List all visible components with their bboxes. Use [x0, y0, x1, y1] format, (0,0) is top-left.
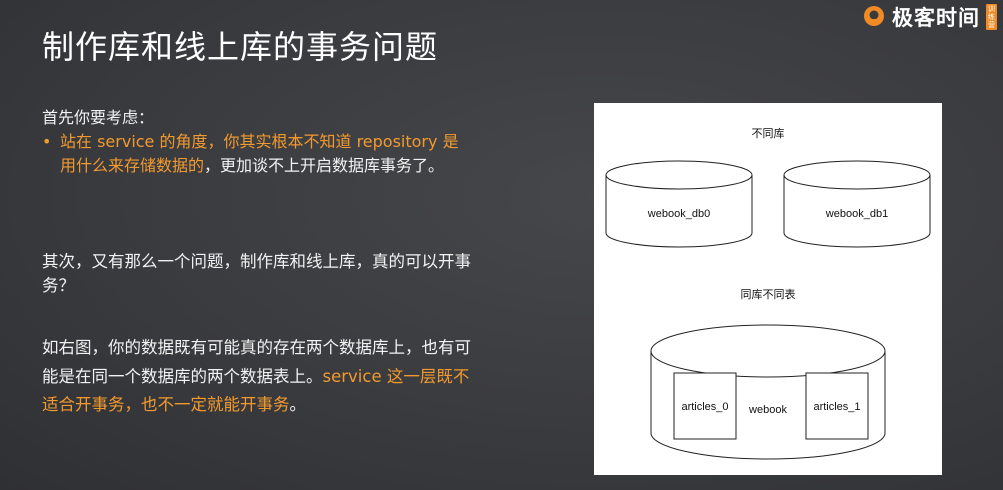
brand-logo: 极客时间 训练营 [862, 2, 997, 32]
bullet-item: • 站在 service 的角度，你其实根本不知道 repository 是用什… [42, 130, 462, 178]
logo-badge: 训练营 [986, 4, 997, 30]
diagram-label-same-db: 同库不同表 [741, 287, 796, 301]
paragraph-3-end: 。 [289, 395, 307, 414]
paragraph-2: 其次，又有那么一个问题，制作库和线上库，真的可以开事务？ [42, 252, 471, 295]
db-left-label: webook_db0 [647, 208, 710, 220]
db-cylinder-right: webook_db1 [783, 160, 931, 248]
paragraph-3-highlight: service 这一层既不适合开事务，也不一定就能开事务 [42, 366, 470, 415]
diagram-canvas: 不同库 webook_db0 webook_db1 同库不同表 webook a… [605, 127, 931, 460]
db-cylinder-left: webook_db0 [605, 160, 753, 248]
database-diagram: 不同库 webook_db0 webook_db1 同库不同表 webook a… [594, 103, 942, 475]
table-box-right: articles_1 [805, 372, 869, 440]
intro-text: 首先你要考虑： [42, 108, 155, 127]
db-bottom-label: webook [748, 404, 787, 416]
paragraph-3-text: 如右图，你的数据既有可能真的存在两个数据库上，也有可能是在同一个数据库的两个数据… [42, 338, 471, 386]
bullet-dot-icon: • [42, 132, 52, 151]
paragraph-3: 如右图，你的数据既有可能真的存在两个数据库上，也有可能是在同一个数据库的两个数据… [42, 334, 482, 420]
table-left-label: articles_0 [681, 401, 728, 413]
geektime-logo-icon [864, 6, 884, 26]
table-box-left: articles_0 [673, 372, 737, 440]
considerations-block: 首先你要考虑： • 站在 service 的角度，你其实根本不知道 reposi… [42, 106, 462, 178]
db-right-label: webook_db1 [825, 208, 888, 220]
bullet-highlight: 站在 service 的角度，你其实根本不知道 repository 是用什么来… [60, 132, 459, 175]
logo-text: 极客时间 [892, 6, 980, 30]
table-right-label: articles_1 [813, 401, 860, 413]
bullet-rest: ，更加谈不上开启数据库事务了。 [204, 156, 445, 175]
slide-title: 制作库和线上库的事务问题 [42, 28, 439, 66]
diagram-label-different-db: 不同库 [752, 127, 785, 140]
